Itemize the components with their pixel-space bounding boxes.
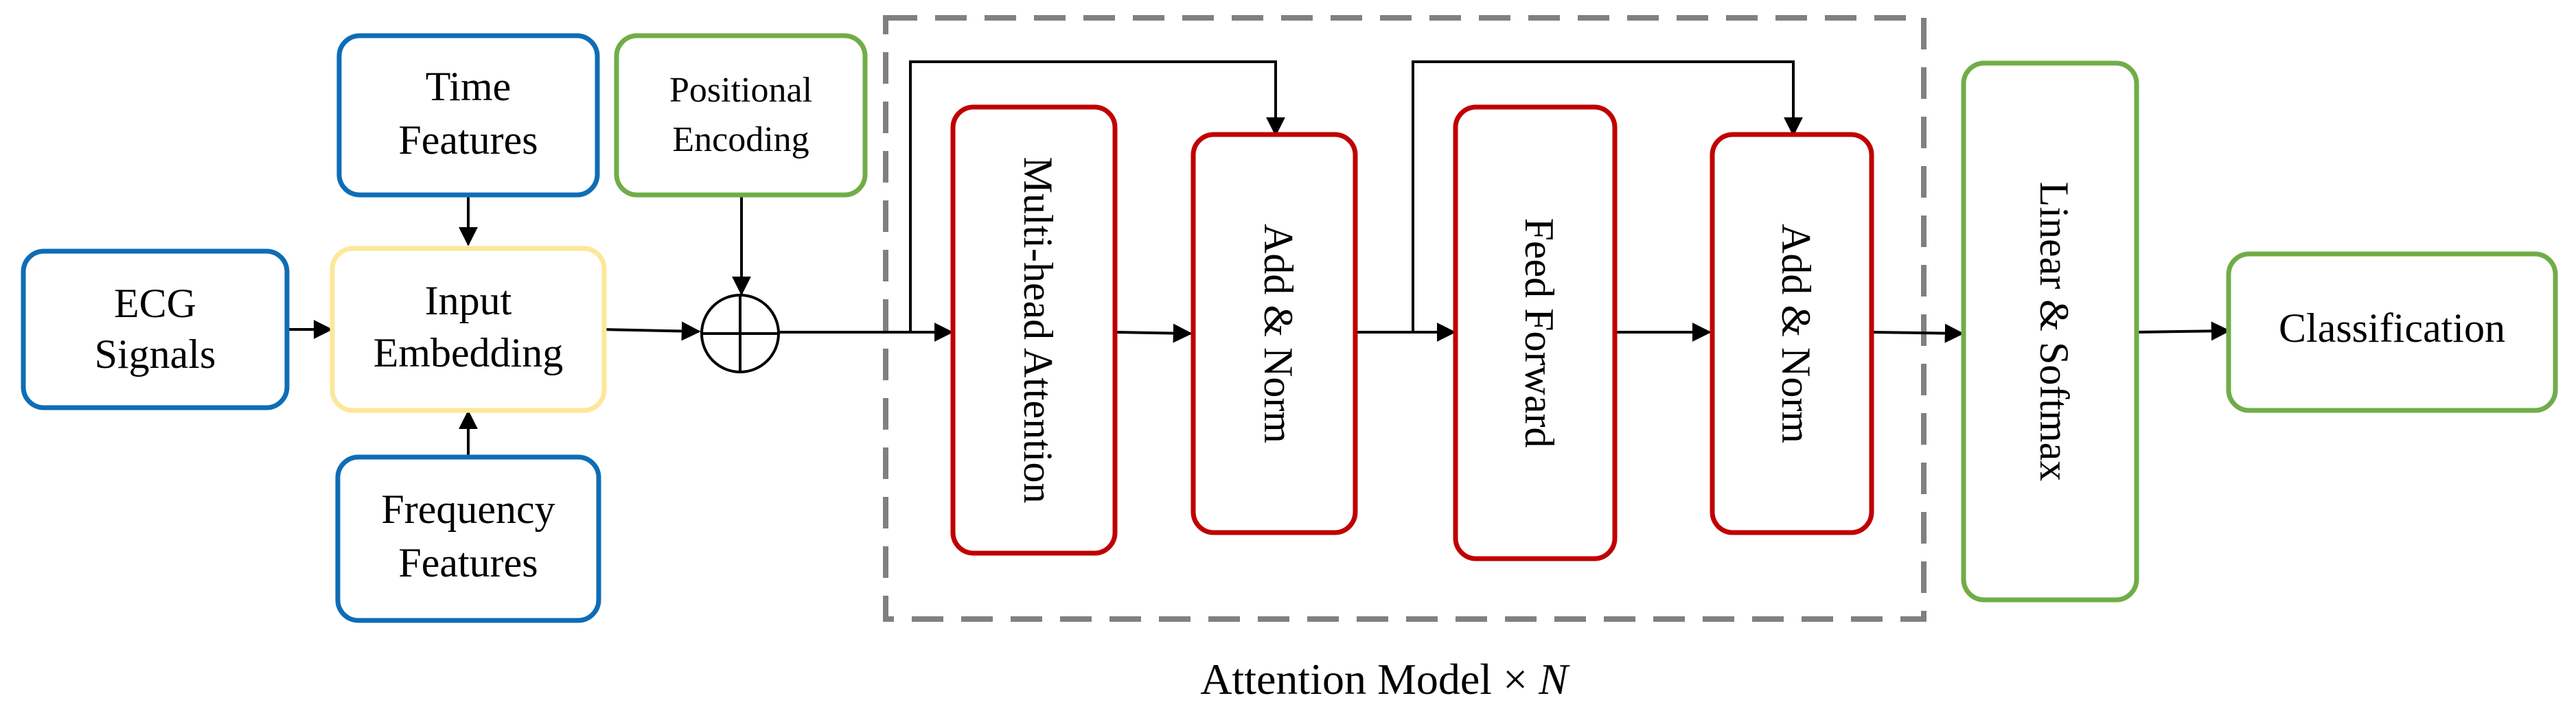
input-embedding-line-1: Input	[425, 278, 512, 323]
add-norm-1-node: Add & Norm	[1191, 132, 1358, 535]
residual-arrow-1	[909, 60, 1285, 332]
time-features-line-1: Time	[426, 64, 511, 109]
classification-label: Classification	[2279, 305, 2505, 351]
attention-model-block	[883, 15, 1927, 622]
connections	[287, 60, 2231, 456]
time-features-line-2: Features	[398, 117, 538, 163]
arrow-addnorm-2-to-linear	[1871, 323, 1964, 343]
positional-encoding-line-1: Positional	[669, 71, 812, 110]
attention-model-caption: Attention Model ×N	[1200, 655, 1570, 703]
frequency-features-line-2: Features	[398, 540, 538, 585]
multi-head-attention-label: Multi-head Attention	[1015, 157, 1061, 504]
feed-forward-label: Feed Forward	[1517, 218, 1562, 448]
add-norm-1-label: Add & Norm	[1256, 224, 1301, 443]
ecg-signals-node: ECG Signals	[21, 248, 290, 410]
frequency-features-node: Frequency Features	[335, 454, 601, 623]
arrow-attention-to-addnorm-1	[1116, 323, 1193, 343]
feed-forward-node: Feed Forward	[1453, 104, 1618, 561]
arrow-linear-to-classification	[2135, 321, 2231, 341]
positional-encoding-line-2: Encoding	[672, 120, 809, 159]
attention-model-caption-text: Attention Model ×	[1200, 655, 1528, 703]
attention-model-caption-var: N	[1538, 655, 1570, 703]
sum-operator	[700, 294, 780, 373]
add-norm-2-label: Add & Norm	[1773, 224, 1819, 443]
input-embedding-line-2: Embedding	[373, 330, 564, 375]
positional-encoding-node: Positional Encoding	[614, 33, 868, 198]
linear-softmax-label: Linear & Softmax	[2032, 182, 2077, 482]
classification-node: Classification	[2226, 251, 2558, 413]
ecg-signals-line-1: ECG	[114, 281, 196, 326]
add-norm-2-node: Add & Norm	[1710, 132, 1874, 535]
multi-head-attention-node: Multi-head Attention	[950, 104, 1118, 556]
arrow-embedding-to-sum	[603, 321, 701, 341]
residual-arrow-2	[1412, 60, 1803, 332]
frequency-features-line-1: Frequency	[381, 487, 555, 532]
ecg-signals-line-2: Signals	[95, 331, 216, 377]
input-embedding-node: Input Embedding	[330, 246, 607, 413]
time-features-node: Time Features	[336, 33, 600, 198]
linear-softmax-node: Linear & Softmax	[1961, 60, 2139, 603]
